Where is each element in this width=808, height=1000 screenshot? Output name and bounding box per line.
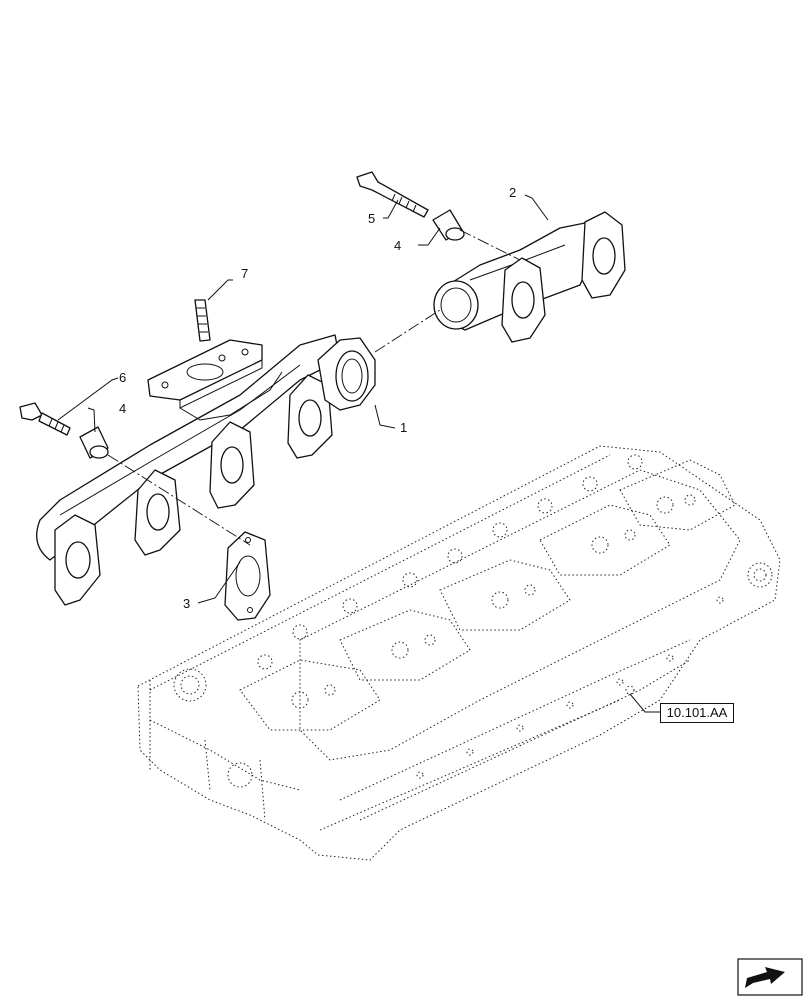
exhaust-manifold-part-1 (36, 334, 376, 606)
cylinder-head (137, 445, 781, 861)
leader-7 (207, 279, 233, 301)
leader-6 (57, 377, 119, 421)
callout-4-left: 4 (119, 401, 126, 416)
callout-3: 3 (183, 596, 190, 611)
bolt-part-6 (19, 402, 71, 436)
callout-7: 7 (241, 266, 248, 281)
exhaust-elbow-part-2 (433, 211, 626, 343)
callout-6: 6 (119, 370, 126, 385)
reference-link-box[interactable]: 10.101.AA (660, 703, 734, 723)
leader-4a (87, 407, 96, 433)
centerline-outlet (374, 309, 441, 353)
reference-leader (629, 693, 660, 713)
leader-4b (418, 227, 441, 246)
spacer-part-4-right (432, 209, 465, 241)
next-page-arrow-icon[interactable] (737, 958, 803, 996)
leader-3 (197, 561, 241, 604)
centerline-elbow (459, 229, 521, 261)
stud-part-5 (356, 171, 429, 218)
callout-5: 5 (368, 211, 375, 226)
callout-2: 2 (509, 185, 516, 200)
gasket-part-3 (224, 531, 271, 621)
callout-4-right: 4 (394, 238, 401, 253)
leader-2 (524, 194, 549, 221)
centerline-gasket (107, 454, 251, 546)
spacer-part-4-left (79, 426, 109, 459)
stud-part-7 (194, 299, 211, 342)
leader-5 (383, 199, 399, 219)
callout-1: 1 (400, 420, 407, 435)
leader-1 (374, 404, 396, 429)
